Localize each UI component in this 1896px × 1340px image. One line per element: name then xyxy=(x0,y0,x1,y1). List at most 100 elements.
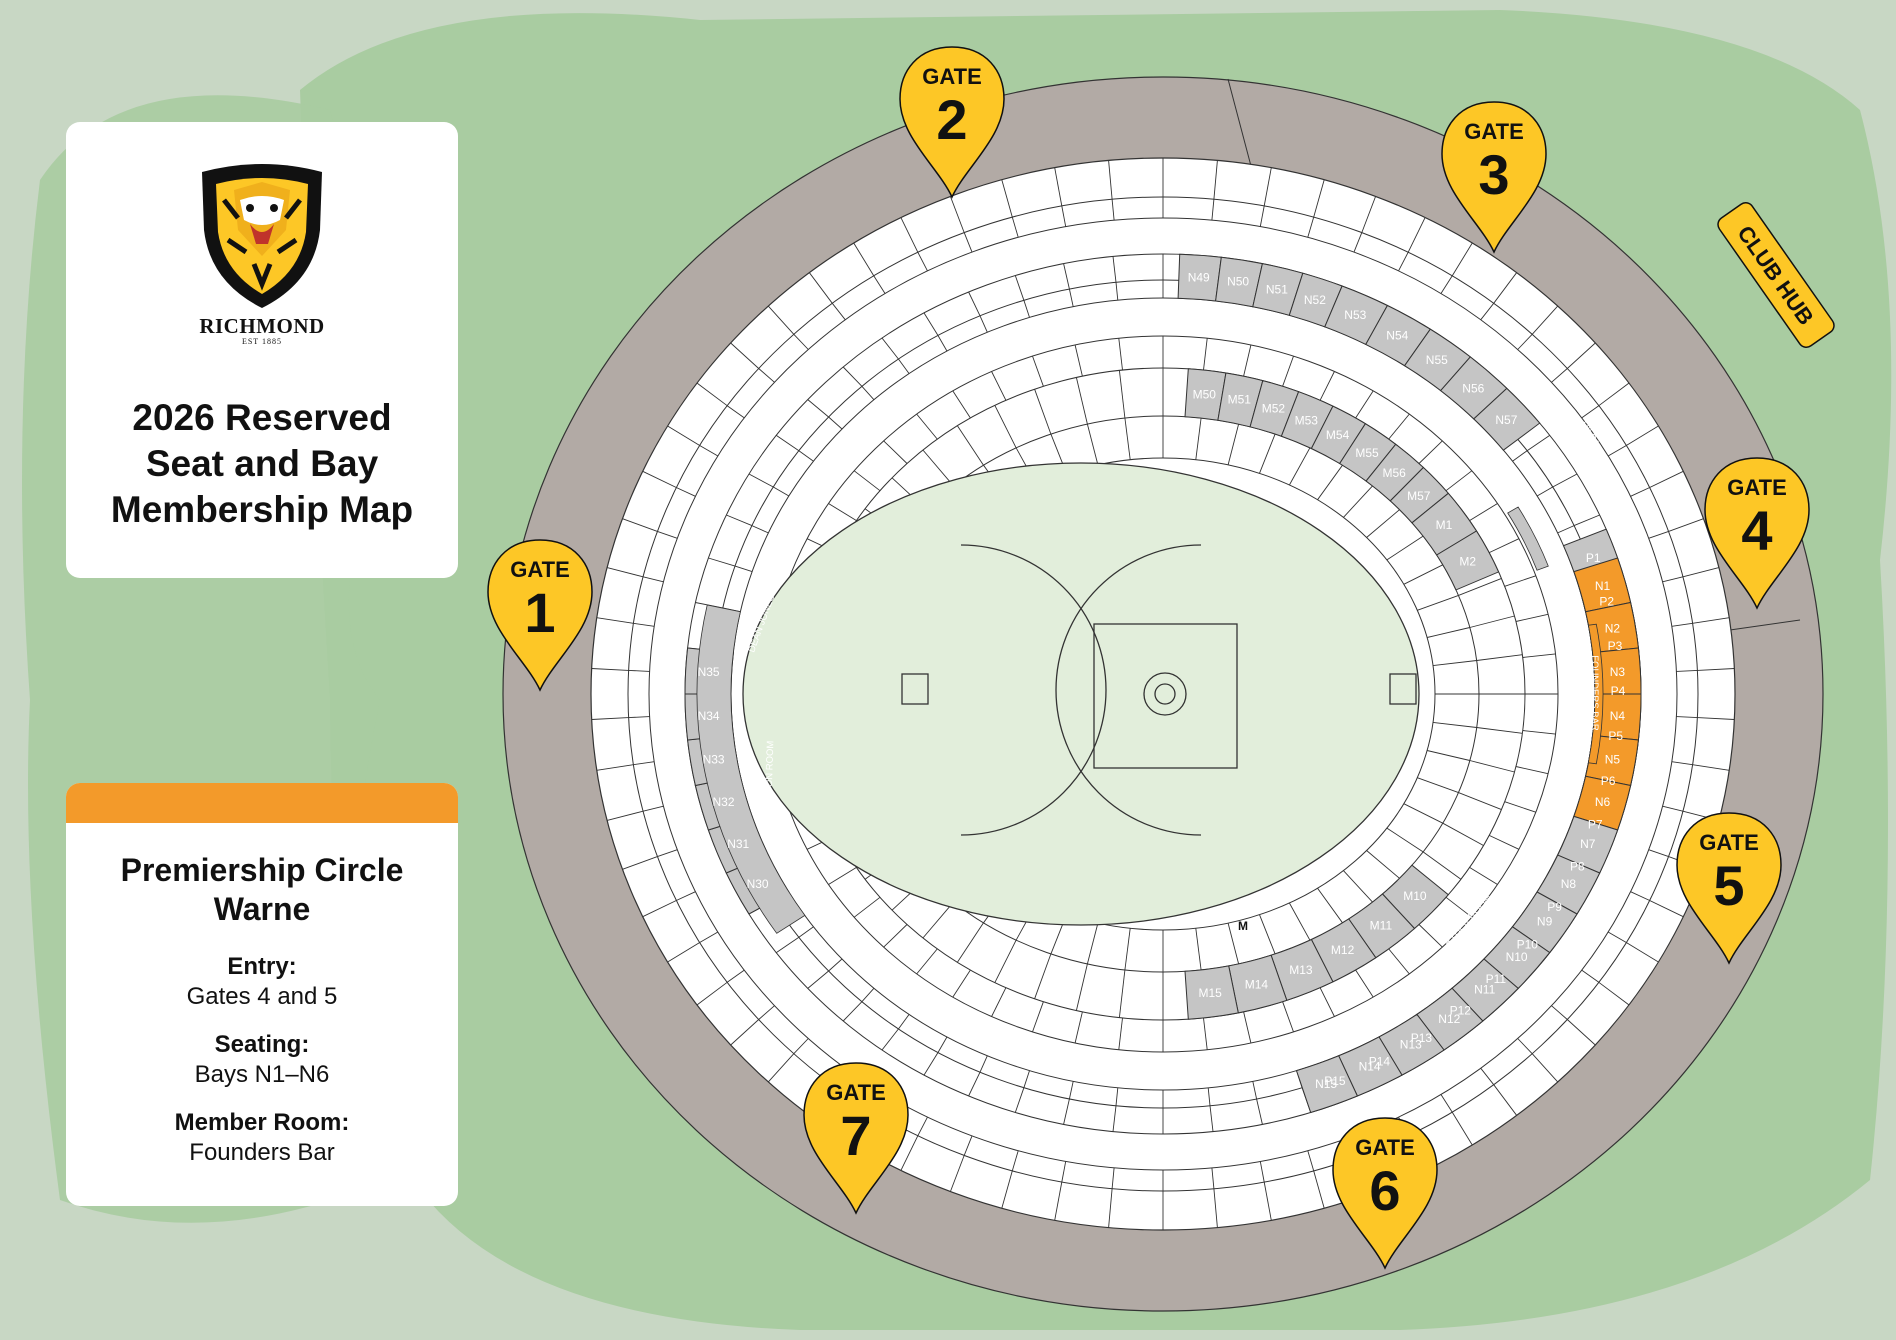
seat-divider xyxy=(798,450,814,462)
gate-pin-shape xyxy=(487,539,593,692)
seat-divider xyxy=(1289,902,1311,941)
seat-divider xyxy=(1386,535,1424,561)
centre-circle-outer xyxy=(1143,672,1187,716)
seat-divider xyxy=(1557,525,1575,534)
seat-divider xyxy=(642,805,664,812)
seat-divider xyxy=(1343,870,1373,903)
seat-divider xyxy=(726,514,753,527)
bay-label-m56: M56 xyxy=(1383,466,1407,480)
seat-divider xyxy=(726,969,745,983)
seat-divider xyxy=(957,922,984,963)
seat-divider xyxy=(1626,942,1659,963)
gate-number: 1 xyxy=(524,581,555,644)
bay-label-p7: P7 xyxy=(1588,818,1603,832)
seat-divider xyxy=(1692,764,1730,771)
seat-divider xyxy=(1112,1105,1117,1132)
seat-divider xyxy=(1014,1087,1025,1113)
seat-divider xyxy=(1203,338,1208,371)
seat-divider xyxy=(1118,370,1126,419)
seat-divider xyxy=(1432,721,1477,728)
seat-divider xyxy=(952,390,971,419)
seat-divider xyxy=(1343,485,1373,518)
gate-number: 2 xyxy=(936,88,967,151)
gate-word: GATE xyxy=(826,1080,885,1105)
seat-divider xyxy=(916,948,938,975)
seat-divider xyxy=(708,557,736,567)
seat-divider xyxy=(842,366,863,387)
seat-divider xyxy=(1074,1011,1083,1044)
membership-tier-name: Premiership Circle Warne xyxy=(76,851,448,929)
seat-divider xyxy=(1480,1067,1495,1085)
seat-divider xyxy=(1566,342,1596,369)
seat-divider xyxy=(828,867,857,885)
club-hub-bg xyxy=(1717,202,1835,348)
seat-divider xyxy=(1317,464,1343,501)
gate-pin-shape xyxy=(1441,101,1547,254)
seat-divider xyxy=(1195,928,1202,971)
seat-divider xyxy=(991,371,1007,401)
seat-divider xyxy=(1259,1161,1265,1183)
seat-divider xyxy=(1213,1188,1218,1228)
bay-label-n8: N8 xyxy=(1561,877,1577,891)
seat-divider xyxy=(979,1055,988,1073)
seat-divider xyxy=(1366,509,1400,538)
gate-word: GATE xyxy=(1699,830,1758,855)
bay-label-m10: M10 xyxy=(1403,889,1427,903)
bay-label-p8: P8 xyxy=(1570,860,1585,874)
seat-divider xyxy=(758,368,775,383)
bay-label-m14: M14 xyxy=(1245,977,1269,991)
gate-pin-shape xyxy=(1704,457,1810,610)
seat-divider xyxy=(1034,953,1052,999)
west-goal-square xyxy=(901,673,929,705)
bay-m2 xyxy=(1435,530,1500,591)
seat-divider xyxy=(1243,1011,1252,1044)
seat-divider xyxy=(1536,486,1553,497)
playing-field-oval xyxy=(742,462,1420,926)
seat-divider xyxy=(1480,303,1495,321)
seat-divider xyxy=(1662,805,1684,812)
seat-divider xyxy=(937,1036,948,1053)
seat-divider xyxy=(1451,1111,1473,1146)
seat-divider xyxy=(798,926,814,938)
bay-label-p6: P6 xyxy=(1601,774,1616,788)
seat-divider xyxy=(758,1005,775,1020)
bay-label-p2: P2 xyxy=(1599,594,1614,608)
seat-divider xyxy=(1386,827,1424,853)
bay-label-n30: N30 xyxy=(747,877,769,891)
bay-label-n5: N5 xyxy=(1605,752,1621,766)
seat-divider xyxy=(937,335,948,352)
seating-bays xyxy=(684,253,1642,1114)
tier-name-line-2: Warne xyxy=(213,891,311,927)
seat-divider xyxy=(1317,887,1343,924)
room-label: HARRISON ROOM xyxy=(763,740,777,823)
gate-number: 3 xyxy=(1478,143,1509,206)
bay-label-m11: M11 xyxy=(1370,918,1393,932)
seat-divider xyxy=(1034,389,1052,435)
seat-divider xyxy=(900,1135,919,1171)
seat-divider xyxy=(1426,627,1470,638)
seat-divider xyxy=(1697,668,1735,671)
east-arc xyxy=(1055,544,1202,836)
seat-divider xyxy=(873,275,886,294)
seat-divider xyxy=(1517,1038,1533,1055)
seat-divider xyxy=(1263,167,1272,207)
bay-label-n15: N15 xyxy=(1315,1077,1337,1091)
seat-divider xyxy=(657,849,678,858)
seat-divider xyxy=(1648,849,1669,858)
seat-divider xyxy=(1075,377,1088,425)
entry-value: Gates 4 and 5 xyxy=(186,983,338,1010)
seat-divider xyxy=(994,939,1017,983)
seat-divider xyxy=(751,525,769,534)
seat-divider xyxy=(1440,275,1453,294)
bay-label-n57: N57 xyxy=(1495,413,1517,427)
seat-divider xyxy=(861,385,875,401)
bay-label-m50: M50 xyxy=(1193,387,1217,401)
seat-divider xyxy=(642,576,664,583)
seat-divider xyxy=(633,761,655,766)
map-title-line-2: Seat and Bay xyxy=(145,443,379,484)
seat-divider xyxy=(628,669,650,672)
seat-divider xyxy=(1504,801,1536,813)
seating-label: Seating: xyxy=(214,1031,310,1058)
